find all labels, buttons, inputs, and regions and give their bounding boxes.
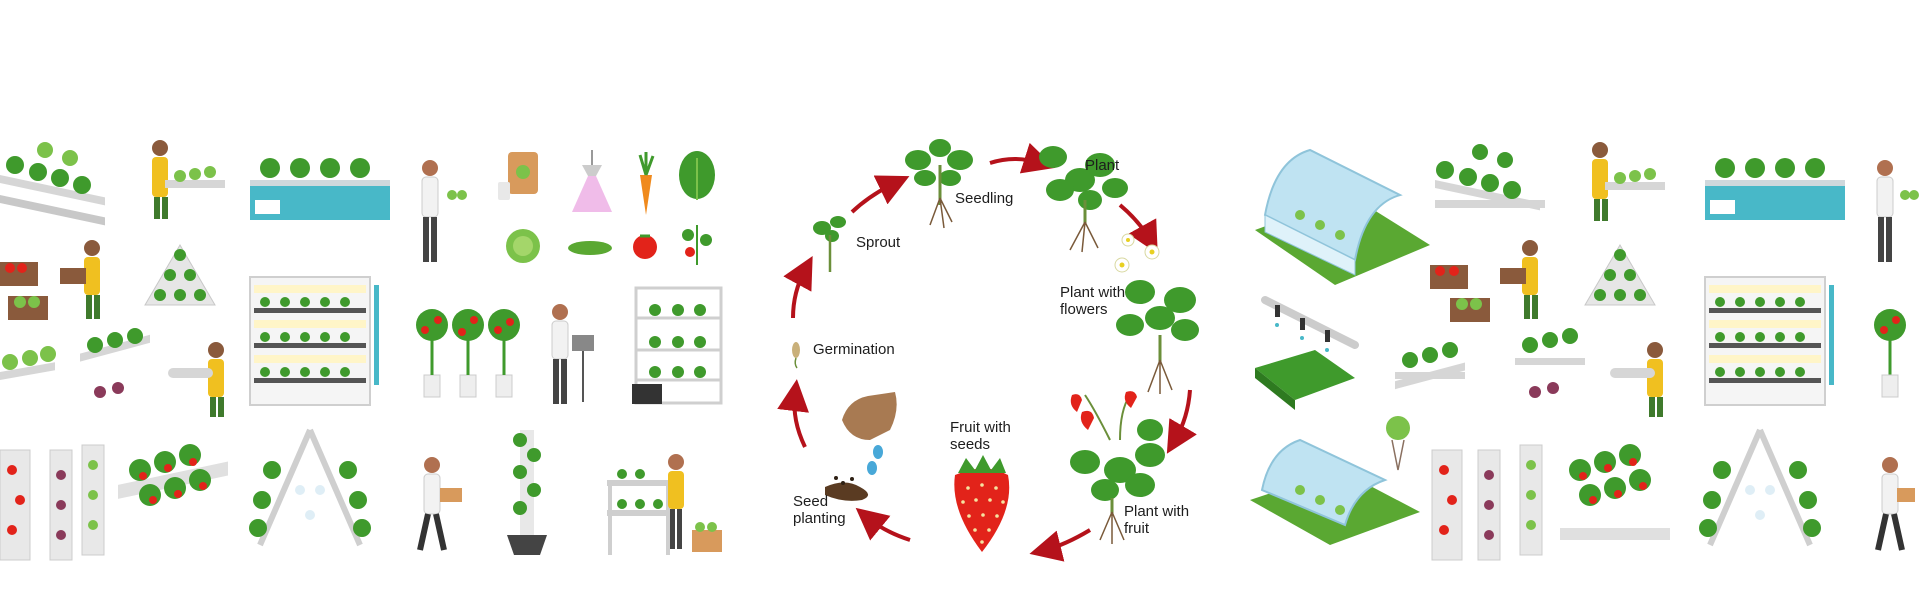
sprout-illustration <box>813 216 846 272</box>
a-frame-trellis-icon-repeat <box>1699 428 1821 547</box>
stage-label-germination: Germination <box>813 341 895 358</box>
left-farming-pattern <box>0 140 723 561</box>
pyramid-planter-icon-repeat <box>1584 244 1656 306</box>
woman-gardener-icon-repeat <box>1876 160 1919 262</box>
tomato-pots-icon <box>416 309 520 398</box>
hanging-lettuce-icon <box>1386 416 1410 471</box>
woman-gardener-icon <box>421 160 467 262</box>
vertical-towers-icon <box>0 444 105 561</box>
greenhouse-icon <box>1255 148 1430 285</box>
stage-label-seedling: Seedling <box>955 190 1013 207</box>
germination-seed-illustration <box>792 342 800 369</box>
arrow-sprout-to-seedling <box>850 175 910 214</box>
arrow-flowers-to-fruit <box>1166 389 1197 454</box>
strawberry-fruit-illustration <box>954 455 1010 552</box>
stage-label-line: flowers <box>1060 301 1108 318</box>
vertical-grow-shelf-icon <box>249 276 379 406</box>
tomato-icon <box>633 234 657 259</box>
stage-label-line: Fruit with <box>950 419 1011 436</box>
strawberry-tray-icon <box>118 444 228 506</box>
man-with-crate-icon <box>417 457 462 551</box>
seedling-bed-icon <box>1255 350 1355 410</box>
cycle-arrows <box>777 142 1197 562</box>
farmer-icon <box>152 140 225 219</box>
strawberry-tray-icon-repeat <box>1560 444 1670 540</box>
pyramid-planter-icon <box>144 244 216 306</box>
stage-label-line: Sprout <box>856 234 901 251</box>
farmer-icon-repeat <box>1592 142 1665 221</box>
stage-label-line: Seedling <box>955 190 1013 207</box>
arrow-germination-to-sprout <box>783 255 813 319</box>
arrow-plant-to-flowers <box>1118 203 1158 254</box>
tower-planter-icon <box>507 430 547 555</box>
tomato-pot-icon-repeat <box>1874 309 1906 398</box>
vertical-towers-icon-repeat <box>1431 444 1543 561</box>
herb-sprig-icon <box>682 225 712 265</box>
farmer-with-crate-icon <box>60 240 100 319</box>
greenhouse-small-icon <box>1250 438 1420 545</box>
nft-channel-rack-icon-repeat <box>1395 328 1585 398</box>
a-frame-trellis-icon <box>249 428 371 547</box>
irrigation-sprinkler-icon <box>1261 296 1359 352</box>
cucumber-icon <box>568 241 612 255</box>
stage-label-line: Plant <box>1085 157 1120 174</box>
strawberry-lifecycle-diagram: Seedling Plant Plant <box>777 139 1199 562</box>
plant-illustration <box>1039 146 1128 253</box>
stage-label-plant: Plant <box>1085 157 1120 174</box>
carrot-icon <box>638 152 655 215</box>
seedling-illustration <box>905 139 973 229</box>
woman-with-tablet-icon <box>551 304 594 404</box>
hydroponic-rack-icon <box>0 142 105 226</box>
arrow-planting-to-germination <box>777 379 809 448</box>
lettuce-leaf-icon <box>679 151 715 200</box>
aquaponics-tank-icon-repeat <box>1705 158 1845 220</box>
hydroponic-rack-icon-repeat <box>1435 144 1545 211</box>
aquaponics-tank-icon <box>250 158 390 220</box>
cabbage-icon <box>506 229 540 263</box>
vegetable-crates-icon-repeat <box>1430 265 1490 322</box>
farmer-with-crate-icon-repeat <box>1500 240 1538 319</box>
stage-label-line: seeds <box>950 436 990 453</box>
stage-label-sprout: Sprout <box>856 234 901 251</box>
nursery-shelf-icon <box>632 286 723 405</box>
man-with-crate-icon-repeat <box>1875 457 1915 551</box>
arrow-seedling-to-plant <box>989 142 1056 174</box>
plant-with-flowers-illustration <box>1114 233 1199 394</box>
stage-label-line: Germination <box>813 341 895 358</box>
stage-label-line: Plant with <box>1060 284 1125 301</box>
stage-label-line: fruit <box>1124 520 1150 537</box>
arrow-fruit-to-seeds <box>1029 528 1092 562</box>
planting-table-icon <box>607 454 722 555</box>
worker-with-pipe-icon <box>168 342 224 417</box>
fertilizer-bag-icon <box>498 152 538 200</box>
vertical-grow-shelf-icon-repeat <box>1704 276 1834 406</box>
arrow-seeds-to-planting <box>855 507 911 542</box>
grow-lamp-icon <box>572 150 612 212</box>
seed-planting-illustration <box>825 392 897 501</box>
vegetable-crates-icon <box>0 262 48 320</box>
worker-with-pipe-icon-repeat <box>1610 342 1663 417</box>
right-farming-pattern <box>1250 142 1919 561</box>
stage-label-line: planting <box>793 510 846 527</box>
nft-channel-rack-icon <box>0 328 150 398</box>
stage-label-line: Seed <box>793 493 828 510</box>
stage-label-line: Plant with <box>1124 503 1189 520</box>
plant-with-fruit-illustration <box>1070 391 1165 544</box>
